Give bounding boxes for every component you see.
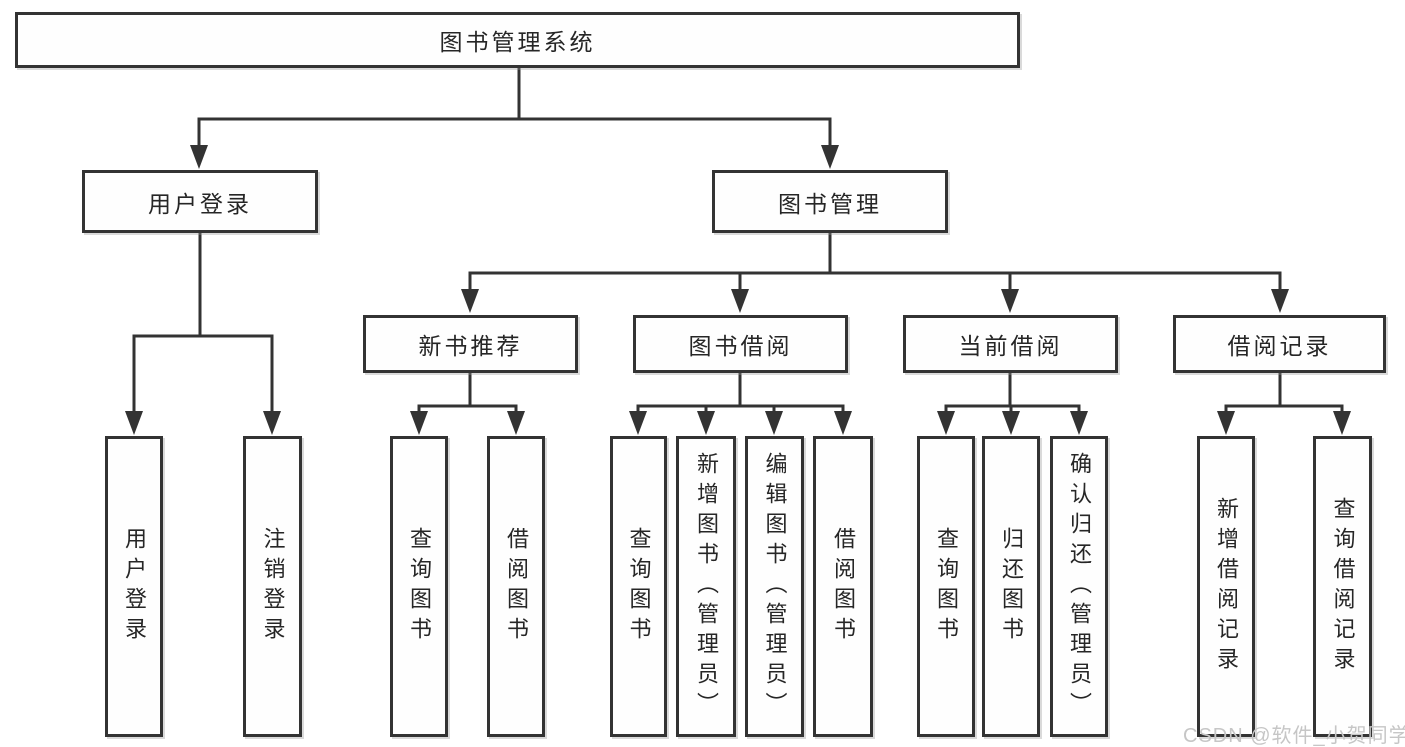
leaf-edit-books-admin: 编辑图书（管理员） — [745, 436, 804, 737]
node-borrow-records: 借阅记录 — [1173, 315, 1386, 373]
connector-book-mgmt-mid-shafts — [738, 273, 1012, 290]
node-borrow-records-label: 借阅记录 — [1227, 333, 1332, 359]
leaf-borrow-books-1-label: 借阅图书 — [504, 526, 529, 647]
leaf-confirm-return-admin-label: 确认归还（管理员） — [1067, 451, 1092, 722]
arrowhead — [629, 411, 647, 435]
leaf-query-books-3-label: 查询图书 — [934, 526, 959, 647]
leaf-query-books-3: 查询图书 — [917, 436, 975, 737]
arrowhead — [937, 411, 955, 435]
arrowhead — [125, 411, 143, 435]
node-book-borrow: 图书借阅 — [633, 315, 848, 373]
arrowhead — [1333, 411, 1351, 435]
node-current-borrow-label: 当前借阅 — [958, 333, 1063, 359]
node-user-login: 用户登录 — [82, 170, 318, 233]
leaf-edit-books-admin-label: 编辑图书（管理员） — [762, 451, 788, 722]
leaf-query-books-2-label: 查询图书 — [626, 526, 652, 647]
arrowhead — [1001, 289, 1019, 313]
node-book-borrow-label: 图书借阅 — [688, 333, 793, 359]
leaf-query-books-2: 查询图书 — [610, 436, 667, 737]
node-root-label: 图书管理系统 — [439, 29, 596, 55]
arrowhead — [461, 289, 479, 313]
arrowhead — [507, 411, 525, 435]
node-user-login-label: 用户登录 — [148, 190, 252, 217]
leaf-logout-label: 注销登录 — [260, 526, 286, 647]
node-root: 图书管理系统 — [15, 12, 1020, 68]
leaf-user-login: 用户登录 — [105, 436, 163, 737]
arrowhead — [821, 145, 839, 169]
connector-user-login-rail — [132, 334, 274, 412]
leaf-add-books-admin: 新增图书（管理员） — [676, 436, 736, 737]
leaf-borrow-books-2-label: 借阅图书 — [831, 526, 856, 647]
connector-book-mgmt-rail — [468, 271, 1282, 290]
arrowhead — [731, 289, 749, 313]
leaf-logout: 注销登录 — [243, 436, 302, 737]
leaf-return-books: 归还图书 — [982, 436, 1040, 737]
node-new-book-rec: 新书推荐 — [363, 315, 578, 373]
connector-borrow-records-rail — [1224, 404, 1344, 412]
arrowhead — [834, 411, 852, 435]
arrowhead — [1002, 411, 1020, 435]
node-book-mgmt: 图书管理 — [712, 170, 948, 233]
arrowhead — [1070, 411, 1088, 435]
arrowhead — [190, 145, 208, 169]
arrowhead — [263, 411, 281, 435]
leaf-borrow-books-1: 借阅图书 — [487, 436, 545, 737]
leaf-return-books-label: 归还图书 — [999, 526, 1024, 647]
arrowhead — [697, 411, 715, 435]
connector-new-book-rail — [417, 404, 518, 412]
node-current-borrow: 当前借阅 — [903, 315, 1118, 373]
connector-book-borrow-rail — [636, 404, 845, 412]
arrowhead — [410, 411, 428, 435]
leaf-add-borrow-record: 新增借阅记录 — [1197, 436, 1255, 737]
leaf-add-books-admin-label: 新增图书（管理员） — [694, 451, 719, 722]
leaf-confirm-return-admin: 确认归还（管理员） — [1050, 436, 1108, 737]
arrowhead — [1217, 411, 1235, 435]
leaf-add-borrow-record-label: 新增借阅记录 — [1214, 496, 1239, 677]
csdn-watermark: CSDN @软件_小贺同学 — [1183, 725, 1405, 747]
node-book-mgmt-label: 图书管理 — [778, 190, 882, 217]
leaf-user-login-label: 用户登录 — [122, 526, 147, 647]
leaf-borrow-books-2: 借阅图书 — [813, 436, 873, 737]
leaf-query-books-1: 查询图书 — [390, 436, 448, 737]
connector-root-rail — [197, 117, 832, 145]
node-new-book-rec-label: 新书推荐 — [418, 333, 523, 359]
leaf-query-books-1-label: 查询图书 — [407, 526, 432, 647]
arrowhead — [1271, 289, 1289, 313]
arrowhead — [765, 411, 783, 435]
leaf-query-borrow-record: 查询借阅记录 — [1313, 436, 1372, 737]
leaf-query-borrow-record-label: 查询借阅记录 — [1330, 496, 1356, 677]
